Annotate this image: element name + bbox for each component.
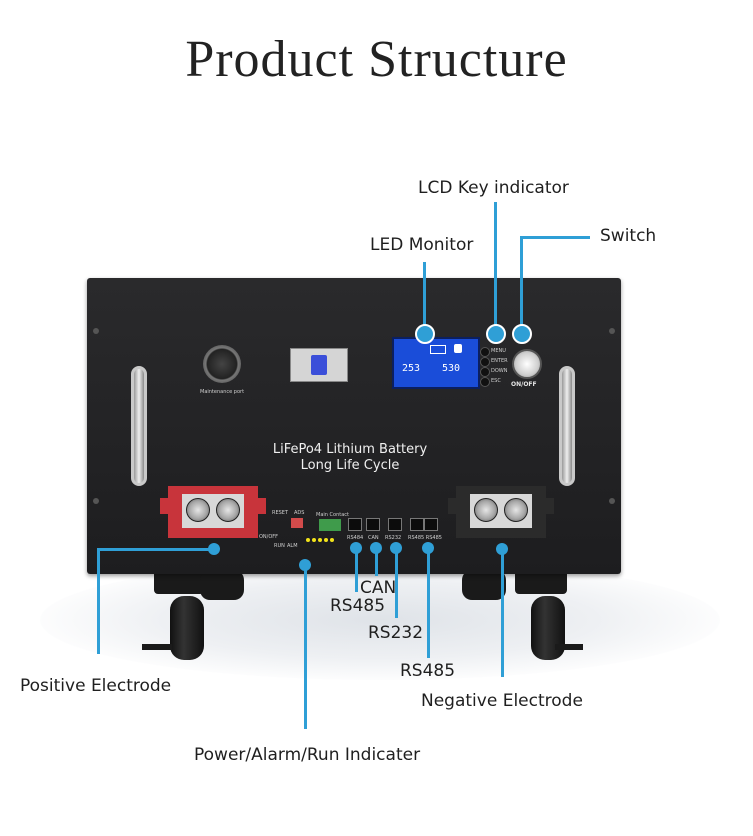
positive-electrode-label: Positive Electrode: [20, 676, 172, 696]
lcd-key-callout-dot: [486, 324, 506, 344]
run-label: RUN: [274, 543, 285, 549]
rs232-label: RS232: [368, 623, 424, 643]
switch-label: Switch: [600, 226, 657, 246]
positive-bolt: [216, 498, 240, 522]
can-port-label: CAN: [368, 535, 379, 541]
indicator-led: [330, 538, 334, 542]
alm-label: ALM: [287, 543, 298, 549]
rs232-callout-line: [395, 548, 398, 618]
main-contact-connector[interactable]: [319, 519, 341, 531]
led-monitor-callout-dot: [415, 324, 435, 344]
indicator-led: [324, 538, 328, 542]
screw: [93, 498, 99, 504]
indicator-led: [312, 538, 316, 542]
rs485-a-label: RS485: [330, 596, 386, 616]
product-text-line2: Long Life Cycle: [300, 458, 400, 473]
positive-callout-line-v: [97, 548, 100, 654]
lcd-battery-icon: [430, 345, 446, 354]
page-title: Product Structure: [185, 31, 568, 88]
circuit-breaker[interactable]: [290, 348, 348, 382]
negative-bolt: [504, 498, 528, 522]
left-handle[interactable]: [131, 366, 147, 486]
esc-key[interactable]: [480, 377, 490, 387]
on-off-small-label: ON/OFF: [259, 534, 279, 540]
maintenance-port-connector[interactable]: [203, 345, 241, 383]
rs485-port-label: RS485 RS485: [408, 535, 442, 541]
positive-bolt: [186, 498, 210, 522]
screw: [609, 328, 615, 334]
lcd-screen: 253 530: [392, 337, 480, 389]
positive-callout-line-h: [97, 548, 214, 551]
rs484-port-label: RS484: [347, 535, 364, 541]
led-monitor-label: LED Monitor: [370, 235, 474, 255]
maintenance-port-label: Maintenance port: [200, 389, 245, 395]
lcd-left-value: 253: [402, 363, 421, 374]
indicator-led: [318, 538, 322, 542]
rs485-port[interactable]: [410, 518, 424, 531]
can-callout-line: [375, 548, 378, 576]
enter-key-label: ENTER: [491, 358, 508, 364]
down-key[interactable]: [480, 367, 490, 377]
positive-terminal: [160, 486, 266, 538]
esc-key-label: ESC: [491, 378, 501, 384]
breaker-knob[interactable]: [311, 355, 327, 375]
power-switch[interactable]: [512, 349, 542, 379]
lcd-key-callout-line: [494, 202, 497, 332]
lcd-plug-icon: [454, 344, 462, 353]
menu-key[interactable]: [480, 347, 490, 357]
can-port[interactable]: [366, 518, 380, 531]
product-text: LiFePo4 Lithium Battery Long Life Cycle: [250, 442, 450, 474]
negative-callout-line: [501, 549, 504, 677]
right-handle[interactable]: [559, 366, 575, 486]
main-contact-label: Main Contact: [316, 512, 349, 518]
menu-key-label: MENU: [491, 348, 506, 354]
rs485-b-callout-line: [427, 548, 430, 658]
indicator-callout-line: [304, 565, 307, 729]
indicator-led: [306, 538, 310, 542]
wheel-front-right: [505, 568, 595, 668]
negative-terminal: [448, 486, 554, 538]
indicator-label: Power/Alarm/Run Indicater: [194, 745, 421, 765]
ads-label: ADS: [294, 510, 305, 516]
rs485-a-callout-line: [355, 548, 358, 592]
screw: [609, 498, 615, 504]
floor-shadow: [40, 560, 720, 680]
product-text-line1: LiFePo4 Lithium Battery: [272, 442, 428, 457]
wheel-rear-right: [462, 570, 512, 610]
switch-callout-dot: [512, 324, 532, 344]
positive-electrode-dot: [208, 543, 220, 555]
switch-callout-line-v: [520, 236, 523, 332]
rs485-b-label: RS485: [400, 661, 456, 681]
wheel-rear-left: [200, 570, 250, 610]
lcd-right-value: 530: [442, 363, 461, 374]
led-monitor-callout-line: [423, 262, 426, 334]
power-switch-label: ON/OFF: [511, 381, 537, 388]
rs484-port[interactable]: [348, 518, 362, 531]
negative-electrode-label: Negative Electrode: [421, 691, 583, 711]
negative-bolt: [474, 498, 498, 522]
reset-label: RESET: [272, 510, 289, 516]
rs232-port[interactable]: [388, 518, 402, 531]
can-label: CAN: [360, 578, 397, 598]
switch-callout-line-h: [520, 236, 590, 239]
down-key-label: DOWN: [491, 368, 508, 374]
lcd-key-indicator-label: LCD Key indicator: [418, 178, 569, 198]
enter-key[interactable]: [480, 357, 490, 367]
ads-switch[interactable]: [291, 518, 303, 528]
rs232-port-label: RS232: [385, 535, 402, 541]
rs485-port[interactable]: [424, 518, 438, 531]
screw: [93, 328, 99, 334]
